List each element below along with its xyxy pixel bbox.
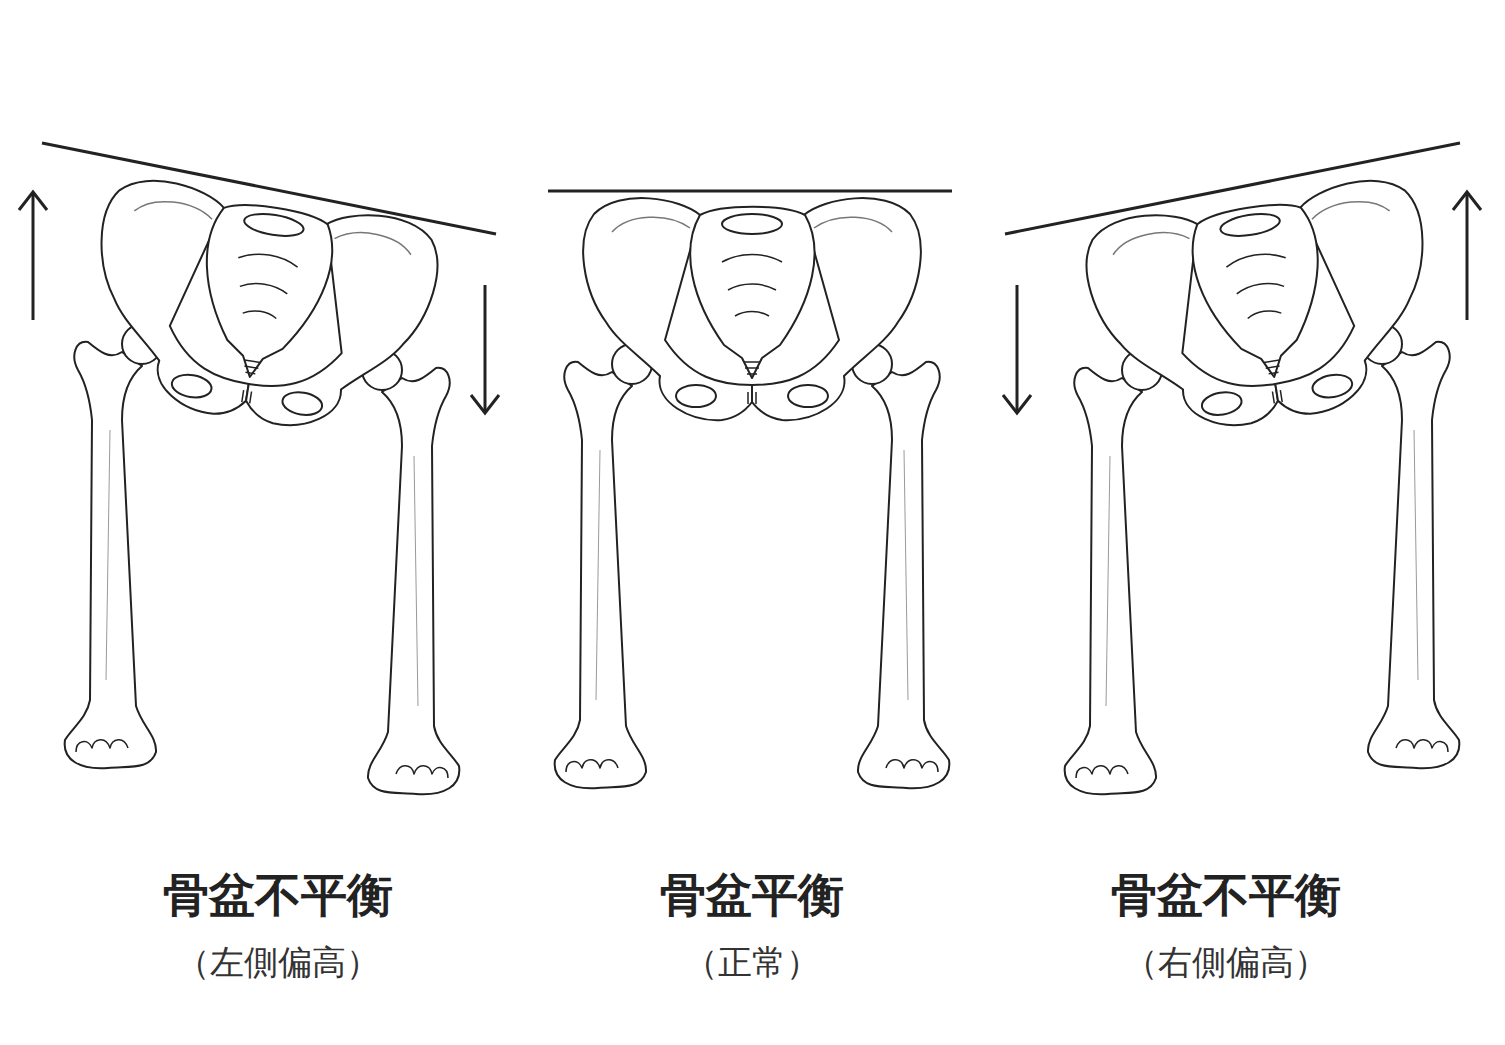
pelvis-right-high (1065, 173, 1460, 794)
figure-title: 骨盆不平衡 (163, 868, 393, 923)
level-line (548, 190, 952, 193)
pelvis (583, 198, 921, 420)
femur (1065, 350, 1162, 794)
pelvis-left-high (65, 173, 460, 794)
figure-subtitle: （左側偏高） (176, 942, 380, 983)
pelvis (1079, 173, 1447, 445)
figure-title: 骨盆不平衡 (1111, 868, 1341, 923)
down-arrow (471, 285, 499, 413)
figure-title: 骨盆平衡 (660, 868, 844, 923)
femur (852, 344, 949, 788)
femur (362, 350, 459, 794)
tilt-line (42, 143, 496, 234)
up-arrow (19, 192, 47, 320)
figure-subtitle: （正常） (684, 942, 820, 983)
down-arrow (1003, 285, 1031, 413)
femur (1362, 324, 1459, 768)
up-arrow (1453, 192, 1481, 320)
tilt-line (1005, 143, 1460, 234)
pelvis-balanced (555, 198, 950, 788)
femur (555, 344, 652, 788)
figure-subtitle: （右側偏高） (1124, 942, 1328, 983)
femur (65, 324, 162, 768)
